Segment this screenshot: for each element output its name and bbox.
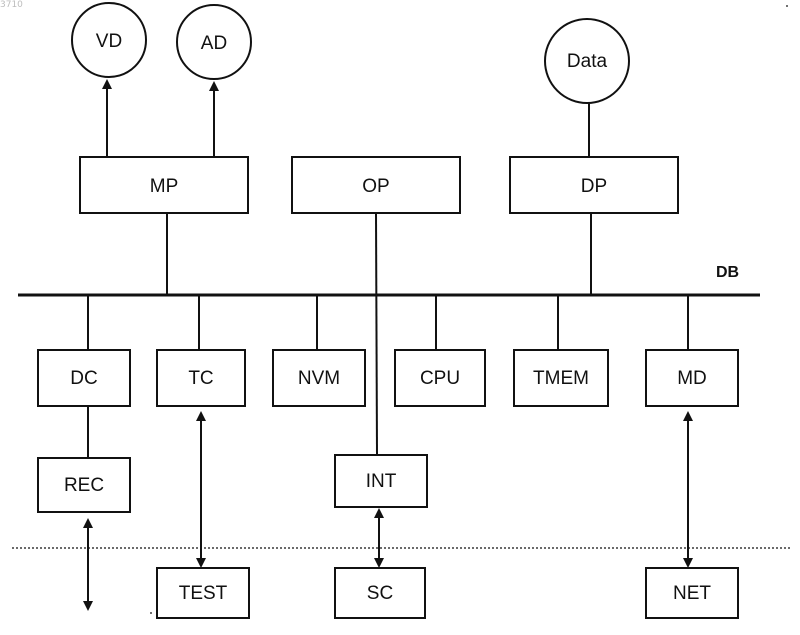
data-bus-label: DB [716,264,739,281]
mp-label: MP [150,176,179,197]
int-label: INT [366,471,397,492]
vd-label: VD [96,31,122,52]
data-label: Data [567,51,608,72]
net-label: NET [673,583,711,604]
nvm-label: NVM [298,368,340,389]
op-to-int-line [376,213,377,455]
rec-label: REC [64,475,104,496]
net-block: NET [646,568,738,618]
tc-label: TC [188,368,213,389]
dp-block: DP [510,157,678,213]
tc-block: TC [157,350,245,406]
dc-label: DC [70,368,97,389]
md-block: MD [646,350,738,406]
ad-label: AD [201,33,227,54]
test-label: TEST [179,583,228,604]
op-label: OP [362,176,389,197]
test-block: TEST [157,568,249,618]
data-node: Data [545,19,629,103]
ad-node: AD [177,5,251,79]
cpu-block: CPU [395,350,485,406]
tmem-block: TMEM [514,350,608,406]
nvm-block: NVM [273,350,365,406]
scan-speck [150,612,152,614]
sc-block: SC [335,568,425,618]
vd-node: VD [72,3,146,77]
rec-block: REC [38,458,130,512]
tmem-label: TMEM [533,368,589,389]
int-block: INT [335,455,427,507]
cpu-label: CPU [420,368,460,389]
op-block: OP [292,157,460,213]
mp-block: MP [80,157,248,213]
scan-speck [786,5,788,7]
dc-block: DC [38,350,130,406]
md-label: MD [677,368,707,389]
dp-label: DP [581,176,607,197]
sc-label: SC [367,583,393,604]
